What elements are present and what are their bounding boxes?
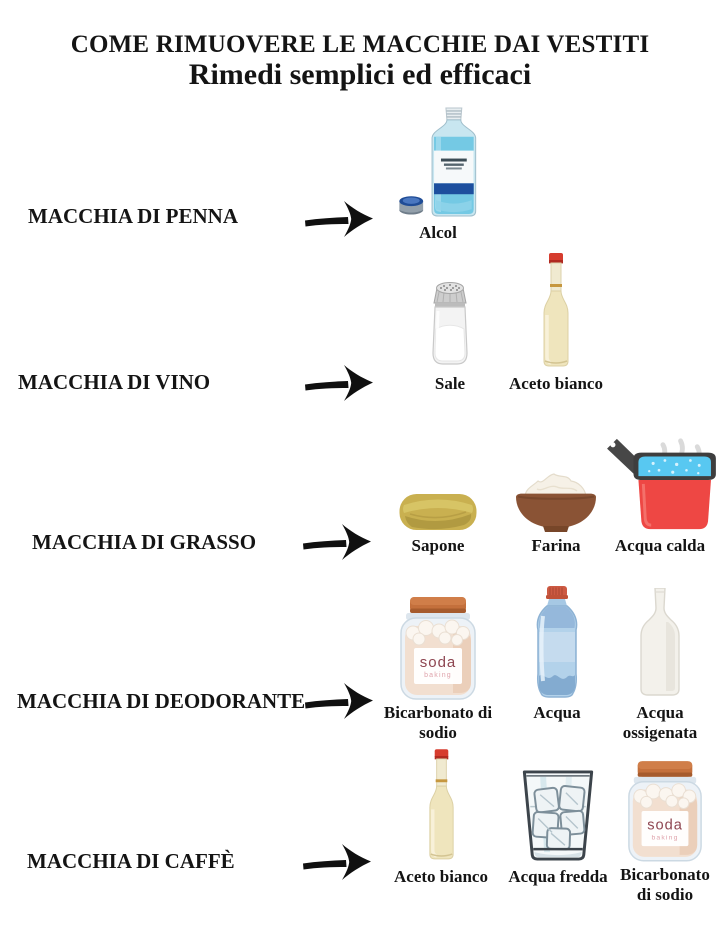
arrow-icon <box>305 683 373 719</box>
remedy-name: Bicarbonato di sodio <box>620 865 710 905</box>
remedy-acqua-calda: Acqua calda <box>602 433 718 556</box>
arrow-icon <box>305 201 373 237</box>
page-title: COME RIMUOVERE LE MACCHIE DAI VESTITI <box>70 31 650 58</box>
svg-text:baking: baking <box>651 834 678 841</box>
remedy-alcol: Alcol <box>383 107 493 243</box>
pot-hot-water-icon <box>603 433 717 533</box>
remedy-name: Sapone <box>411 536 465 555</box>
remedy-name: Acqua ossigenata <box>622 703 698 743</box>
remedy-bicarbonato-2: soda baking Bicarbonato di sodio <box>611 749 719 905</box>
remedy-name: Alcol <box>419 223 457 242</box>
remedy-name: Farina <box>531 536 581 555</box>
vinegar-bottle-icon <box>425 749 458 864</box>
remedy-name: Acqua <box>533 703 581 722</box>
remedy-sapone: Sapone <box>383 433 493 556</box>
remedy-name: Aceto bianco <box>394 867 488 886</box>
flour-bowl-icon <box>513 433 599 533</box>
soda-jar-icon: soda baking <box>625 749 705 862</box>
remedy-name: Acqua calda <box>614 536 706 555</box>
remedy-name: Sale <box>434 374 466 393</box>
arrow-icon <box>305 365 373 401</box>
remedy-aceto-bianco-2: Aceto bianco <box>385 749 497 887</box>
soap-bar-icon <box>398 433 478 533</box>
soda-jar-icon: soda baking <box>397 586 479 700</box>
page-subtitle: Rimedi semplici ed efficaci <box>188 58 532 91</box>
remedy-acqua-fredda: Acqua fredda <box>496 749 620 887</box>
row-label-grasso: MACCHIA DI GRASSO <box>32 530 257 554</box>
remedy-name: Bicarbonato di sodio <box>383 703 493 743</box>
row-label-caffe: MACCHIA DI CAFFÈ <box>27 849 235 873</box>
arrow-icon <box>303 524 371 560</box>
remedy-sale: Sale <box>397 253 503 394</box>
remedy-farina: Farina <box>501 433 611 556</box>
svg-text:soda: soda <box>420 654 457 671</box>
row-label-vino: MACCHIA DI VINO <box>18 370 211 394</box>
alcohol-bottle-icon <box>397 107 479 220</box>
arrow-icon <box>303 844 371 880</box>
remedy-name: Acqua fredda <box>508 867 608 886</box>
vinegar-bottle-icon <box>539 253 573 371</box>
water-bottle-icon <box>529 586 585 700</box>
remedy-acqua-ossigenata: Acqua ossigenata <box>604 586 716 743</box>
svg-text:baking: baking <box>424 672 452 679</box>
remedy-name: Aceto bianco <box>509 374 603 393</box>
row-label-penna: MACCHIA DI PENNA <box>28 204 238 228</box>
row-label-deodorante: MACCHIA DI DEODORANTE <box>17 689 306 713</box>
salt-shaker-icon <box>429 253 471 371</box>
svg-text:soda: soda <box>647 818 683 834</box>
remedy-bicarbonato: soda baking Bicarbonato di sodio <box>382 586 494 743</box>
plastic-bottle-icon <box>638 586 682 700</box>
ice-glass-icon <box>520 749 596 864</box>
remedy-acqua: Acqua <box>505 586 609 723</box>
remedy-aceto-bianco: Aceto bianco <box>503 253 609 394</box>
